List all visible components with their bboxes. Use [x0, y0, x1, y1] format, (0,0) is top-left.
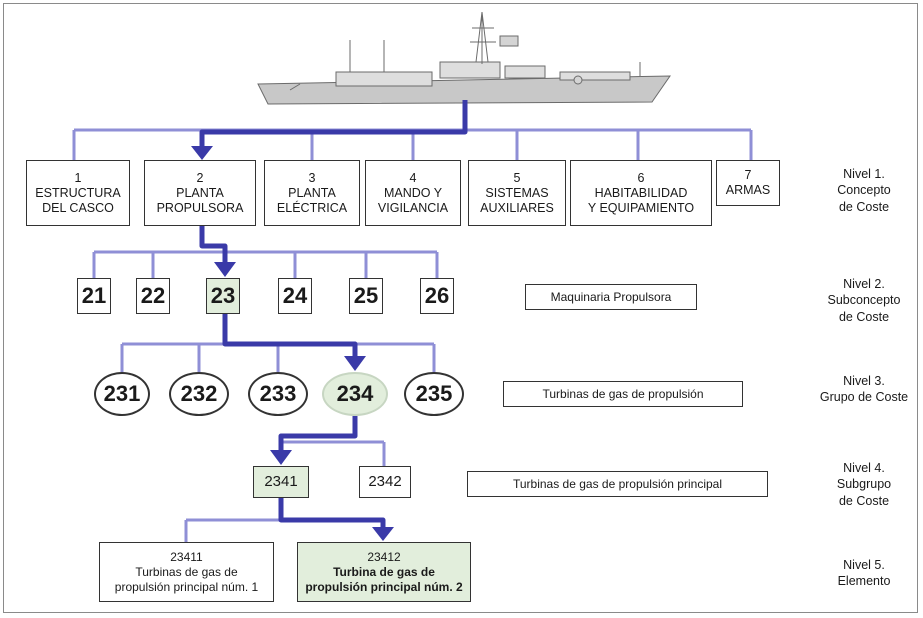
l2-box-26: 26 [420, 278, 454, 314]
level-label-3: Nivel 3.Grupo de Coste [819, 374, 909, 405]
highlight-arrowheads [191, 146, 394, 541]
l4-box-2342: 2342 [359, 466, 411, 498]
figure-frame [3, 3, 918, 613]
l2-box-21: 21 [77, 278, 111, 314]
l2-box-23: 23 [206, 278, 240, 314]
l3-ellipse-235: 235 [404, 372, 464, 416]
l3-ellipse-234: 234 [322, 372, 388, 416]
ship-illustration [257, 11, 671, 105]
highlight-path [199, 100, 468, 528]
l2-box-25: 25 [349, 278, 383, 314]
desc-level2: Maquinaria Propulsora [525, 284, 697, 310]
l2-box-22: 22 [136, 278, 170, 314]
l2-box-24: 24 [278, 278, 312, 314]
desc-level4: Turbinas de gas de propulsión principal [467, 471, 768, 497]
level-label-5: Nivel 5.Elemento [837, 558, 891, 589]
l3-ellipse-232: 232 [169, 372, 229, 416]
l3-ellipse-231: 231 [94, 372, 150, 416]
l3-ellipse-233: 233 [248, 372, 308, 416]
desc-level3: Turbinas de gas de propulsión [503, 381, 743, 407]
l4-box-2341: 2341 [253, 466, 309, 498]
